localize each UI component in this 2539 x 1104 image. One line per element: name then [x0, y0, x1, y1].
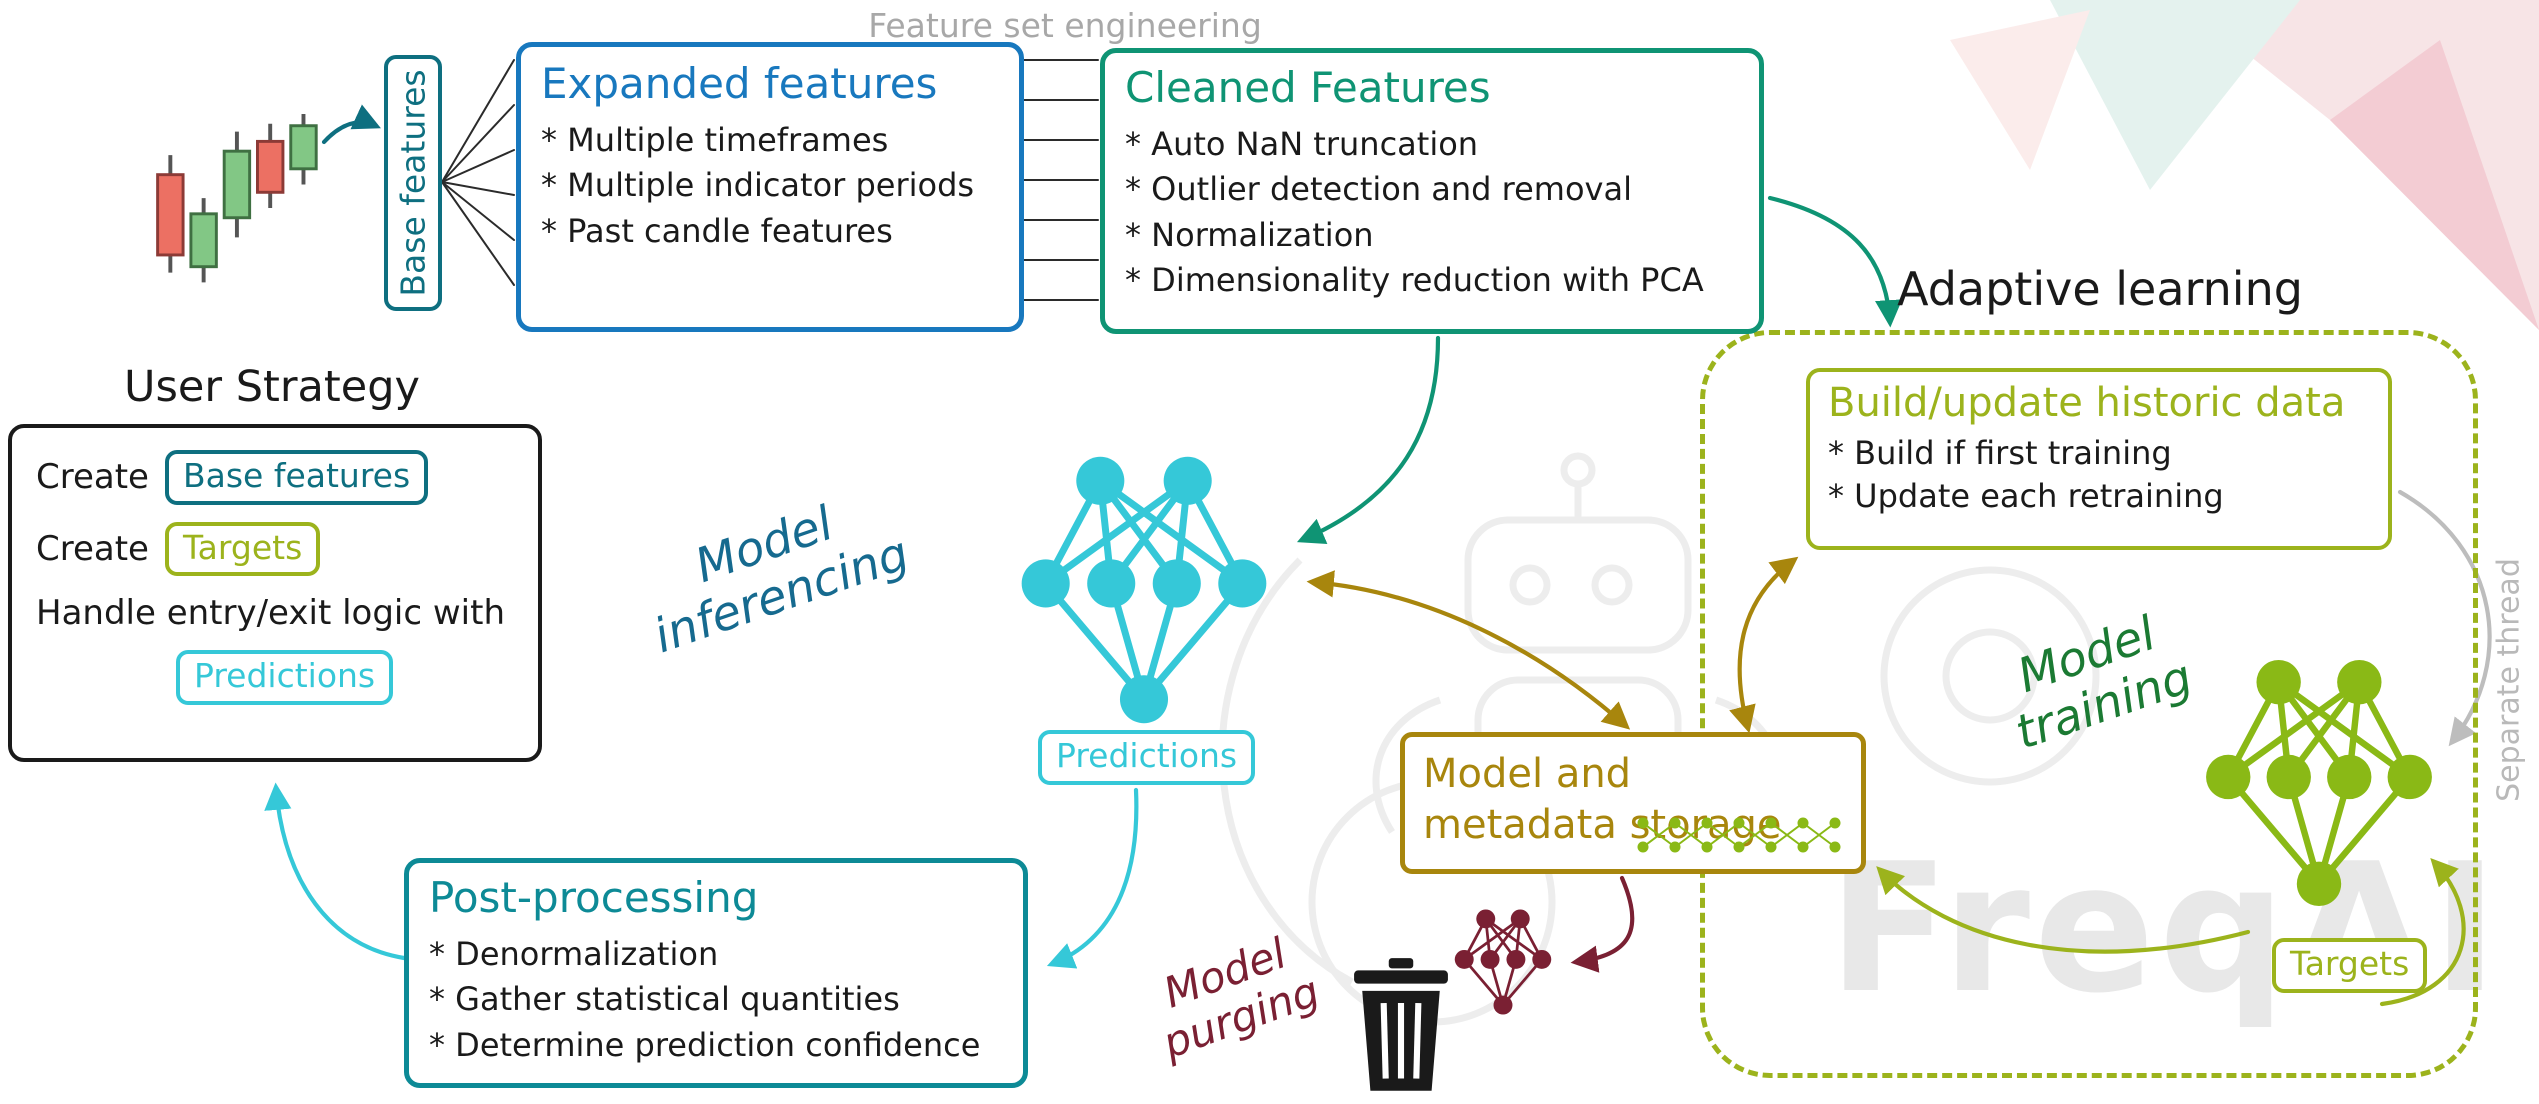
handle-logic-line: Handle entry/exit logic with [36, 593, 505, 634]
cleaned-features-title: Cleaned Features [1125, 63, 1491, 112]
post-processing-title: Post-processing [429, 873, 759, 922]
expanded-feature-item: * Past candle features [541, 211, 893, 250]
build-update-list: * Build if first training * Update each r… [1828, 432, 2370, 518]
predictions-chip: Predictions [1038, 730, 1256, 785]
stored-models-icon [1637, 817, 1841, 853]
adaptive-learning-region [1700, 330, 2478, 1078]
expanded-feature-item: * Multiple indicator periods [541, 166, 975, 205]
targets-chip: Targets [2272, 938, 2428, 993]
adaptive-learning-title: Adaptive learning [1897, 262, 2303, 316]
cleaned-feature-item: * Normalization [1125, 215, 1374, 254]
predictions-chip: Predictions [176, 650, 394, 705]
post-processing-box: Post-processing * Denormalization * Gathe… [404, 858, 1028, 1088]
create-label: Create [36, 457, 149, 498]
create-label: Create [36, 528, 149, 569]
post-processing-item: * Determine prediction confidence [429, 1025, 981, 1064]
create-targets-row: Create Targets [36, 521, 514, 577]
expanded-feature-item: * Multiple timeframes [541, 121, 889, 159]
create-base-features-row: Create Base features [36, 450, 514, 505]
model-storage-title: Model and metadata storage [1423, 751, 1782, 848]
cleaned-features-list: * Auto NaN truncation * Outlier detection… [1125, 122, 1739, 304]
base-features-box: Base features [384, 55, 442, 311]
targets-chip: Targets [164, 521, 321, 577]
post-processing-list: * Denormalization * Gather statistical qu… [429, 932, 1003, 1068]
build-update-item: * Build if first training [1828, 434, 2172, 472]
candlestick-chart-icon [156, 113, 318, 283]
purged-neural-network-icon [1442, 906, 1564, 1018]
training-neural-network-icon [2198, 648, 2440, 918]
expanded-features-box: Expanded features * Multiple timeframes*… [516, 42, 1024, 332]
cleaned-feature-item: * Auto NaN truncation [1125, 125, 1479, 163]
expanded-features-title: Expanded features [541, 59, 938, 108]
feature-set-engineering-label: Feature set engineering [868, 6, 1262, 45]
post-processing-item: * Gather statistical quantities [429, 980, 900, 1019]
base-features-chip: Base features [164, 450, 429, 505]
build-update-historic-data-box: Build/update historic data * Build if fi… [1806, 368, 2392, 550]
expanded-features-list: * Multiple timeframes * Multiple indicato… [541, 118, 999, 254]
base-features-label: Base features [393, 69, 433, 297]
cleaned-feature-item: * Outlier detection and removal [1125, 170, 1632, 209]
build-update-item: * Update each retraining [1828, 477, 2224, 516]
cleaned-feature-item: * Dimensionality reduction with PCA [1125, 261, 1704, 300]
user-strategy-box: Create Base features Create Targets Hand… [8, 424, 542, 762]
build-update-title: Build/update historic data [1828, 380, 2346, 426]
model-storage-box: Model and metadata storage [1400, 732, 1866, 874]
inference-neural-network-icon [1008, 448, 1280, 732]
trash-can-icon [1354, 958, 1448, 1091]
post-processing-item: * Denormalization [429, 935, 719, 973]
user-strategy-title: User Strategy [124, 362, 420, 412]
separate-thread-label: Separate thread [2491, 558, 2527, 802]
cleaned-features-box: Cleaned Features * Auto NaN truncation* … [1100, 48, 1764, 334]
predictions-row: Predictions [176, 650, 514, 705]
